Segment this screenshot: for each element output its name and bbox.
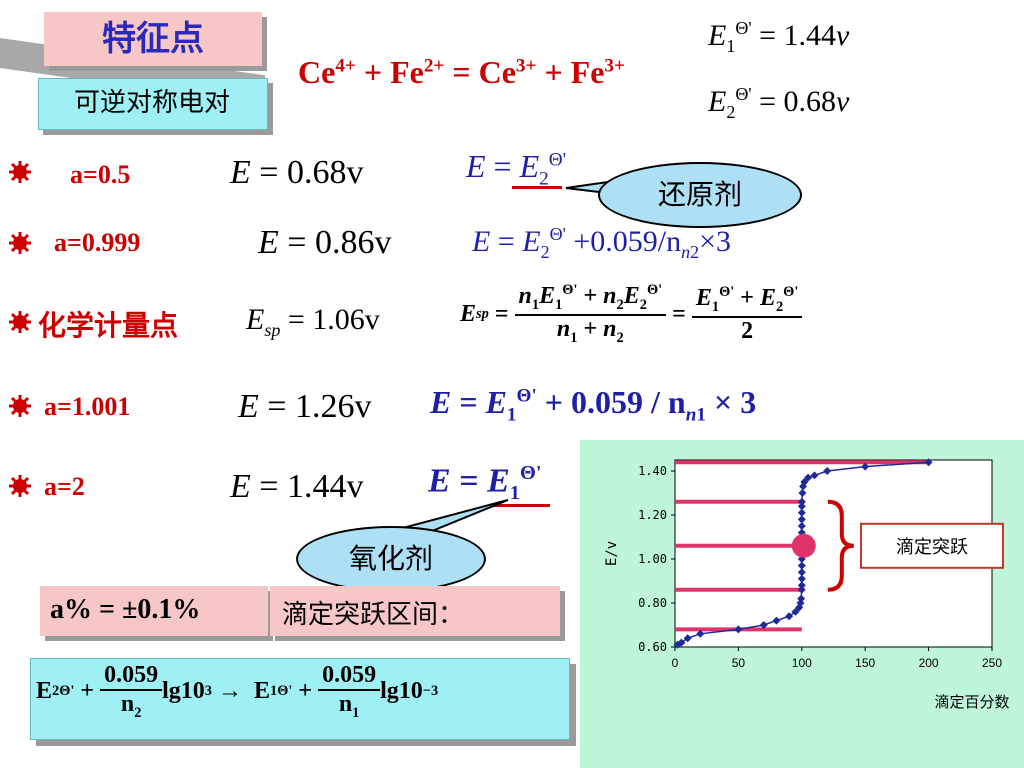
y-tick-label: 0.60 <box>638 640 667 654</box>
data-point <box>785 612 794 621</box>
data-point <box>810 471 819 480</box>
data-point <box>799 482 808 491</box>
red-underline-e1 <box>490 504 550 507</box>
formula-a0999: E = E2Θ' +0.059/nn2×3 <box>472 224 732 262</box>
data-point <box>797 515 806 524</box>
formula-a1001: E = E1Θ' + 0.059 / nn1 × 3 <box>430 384 757 426</box>
data-point <box>797 561 806 570</box>
reversible-label: 可逆对称电对 <box>73 88 230 118</box>
potential-e2: E2Θ' = 0.68v <box>708 84 850 122</box>
callout-reductant: 还原剂 <box>598 162 802 228</box>
x-tick-label: 0 <box>672 656 679 670</box>
potential-e1: E1Θ' = 1.44v <box>708 18 850 56</box>
reversible-label-background <box>38 78 268 130</box>
title-background <box>44 12 262 66</box>
red-underline-e2 <box>512 186 562 189</box>
y-tick-label: 0.80 <box>638 596 667 610</box>
equivalence-point-marker <box>791 533 816 558</box>
bottom-formula-box <box>30 658 570 740</box>
bullet-icon <box>9 161 31 183</box>
data-point <box>772 616 781 625</box>
row-value-a0999: E = 0.86v <box>258 224 392 261</box>
data-point <box>797 574 806 583</box>
data-point <box>798 489 807 497</box>
data-point <box>823 467 832 475</box>
tolerance-right-box <box>270 586 560 636</box>
formula-a2: E = E1Θ' <box>428 462 542 505</box>
annotation-box <box>860 522 1004 569</box>
row-value-stoichiometric: Esp = 1.06v <box>246 303 380 340</box>
x-tick-label: 100 <box>792 656 812 670</box>
row-label-stoichiometric: 化学计量点 <box>38 309 179 342</box>
x-tick-label: 250 <box>982 656 1002 670</box>
bullet-icon <box>9 395 31 417</box>
y-tick-label: 1.00 <box>638 552 667 566</box>
data-point <box>797 508 806 517</box>
data-point <box>861 462 870 471</box>
annotation-label: 滴定突跃 <box>896 537 968 558</box>
bullet-icon <box>9 475 31 497</box>
data-point <box>804 473 813 482</box>
tolerance-right: 滴定突跃区间： <box>282 600 465 630</box>
bullet-icon <box>9 311 31 333</box>
data-point <box>734 625 743 634</box>
data-point <box>797 497 806 506</box>
data-point <box>797 568 806 577</box>
jump-brace <box>827 499 854 592</box>
row-label-a1001: a=1.001 <box>44 392 131 421</box>
data-point <box>924 458 933 467</box>
titration-chart: 0.60 0.80 1.00 1.20 1.40 0 50 100 150 200 250 滴定百分数… <box>604 458 1010 711</box>
data-point <box>696 629 705 638</box>
data-point <box>673 640 682 649</box>
data-point <box>797 594 806 603</box>
formula-a05: E = E2Θ' <box>466 148 567 190</box>
data-point <box>677 638 686 647</box>
x-tick-label: 50 <box>732 656 746 670</box>
data-point <box>797 522 806 530</box>
row-value-a05: E = 0.68v <box>230 154 364 191</box>
y-tick-label: 1.40 <box>638 464 667 478</box>
x-tick-label: 150 <box>855 656 875 670</box>
y-tick-label: 1.20 <box>638 508 667 522</box>
data-point <box>683 634 692 643</box>
data-point <box>797 585 806 594</box>
tolerance-left-box <box>40 586 268 636</box>
data-point <box>800 478 809 486</box>
row-label-a0999: a=0.999 <box>54 228 141 257</box>
callout-oxidant: 氧化剂 <box>296 526 486 592</box>
x-axis-label: 滴定百分数 <box>934 693 1009 711</box>
data-point <box>759 621 768 629</box>
row-value-a2: E = 1.44v <box>230 468 364 505</box>
tolerance-left: a% = ±0.1% <box>50 594 201 625</box>
page-title: 特征点 <box>102 19 204 59</box>
data-point <box>797 502 806 511</box>
row-value-a1001: E = 1.26v <box>238 388 372 425</box>
x-tick-label: 200 <box>919 656 939 670</box>
data-point <box>797 581 806 590</box>
reaction-equation: Ce4+ + Fe2+ = Ce3+ + Fe3+ <box>298 54 625 90</box>
data-point <box>791 607 800 616</box>
row-label-a2: a=2 <box>44 472 85 501</box>
row-label-a05: a=0.5 <box>70 160 131 189</box>
y-axis-label: E/v <box>604 541 620 566</box>
bullet-icon <box>9 232 31 254</box>
